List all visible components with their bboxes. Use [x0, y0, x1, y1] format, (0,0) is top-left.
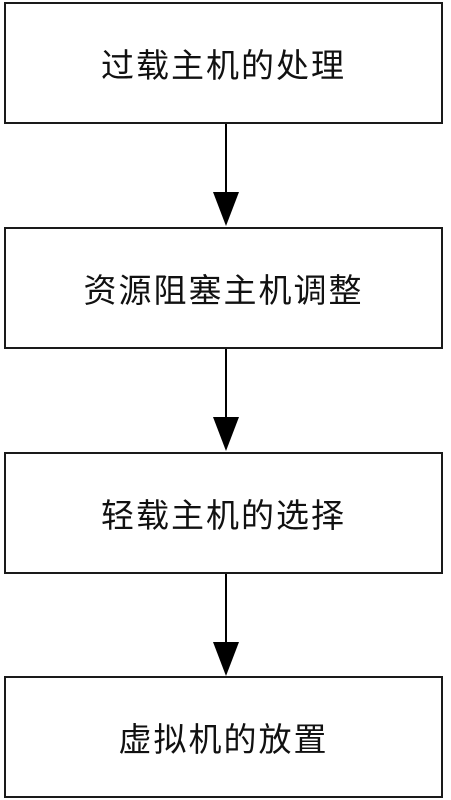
- arrow-down-icon: [213, 124, 239, 226]
- step-box-resource-blocked-host-adjustment: 资源阻塞主机调整: [4, 227, 443, 349]
- step-label: 轻载主机的选择: [101, 496, 346, 535]
- step-box-overload-host-handling: 过载主机的处理: [4, 2, 443, 124]
- arrow-down-icon: [213, 574, 239, 676]
- step-box-light-load-host-selection: 轻载主机的选择: [4, 452, 443, 574]
- step-label: 虚拟机的放置: [118, 720, 329, 759]
- step-box-vm-placement: 虚拟机的放置: [4, 676, 443, 798]
- step-label: 资源阻塞主机调整: [83, 271, 364, 310]
- arrow-down-icon: [213, 349, 239, 451]
- step-label: 过载主机的处理: [101, 46, 346, 85]
